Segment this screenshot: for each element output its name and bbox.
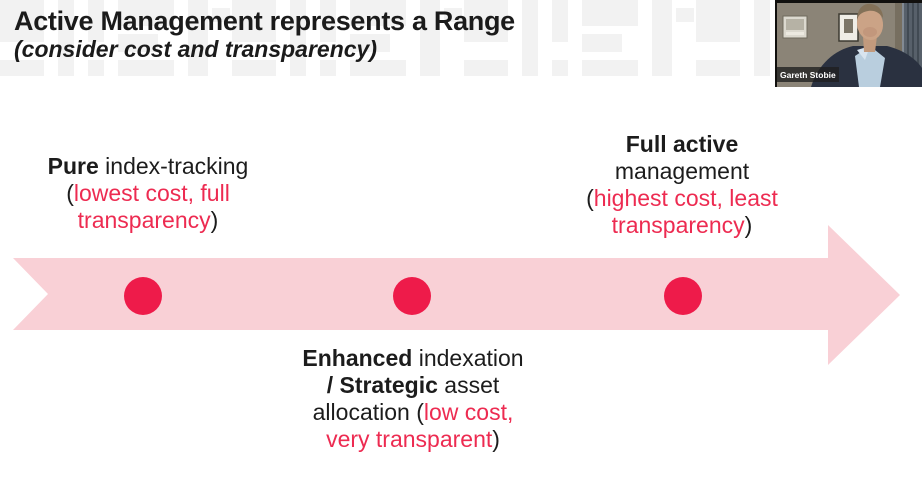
label-line: (highest cost, least [568, 185, 796, 212]
label-red-text: very transparent [326, 426, 493, 452]
label-red-text: transparency [77, 207, 211, 233]
label-line: transparency) [28, 207, 268, 234]
range-dot-left [124, 277, 162, 315]
picture-frame-middle [838, 13, 859, 42]
label-red-text: lowest cost, full [73, 180, 230, 206]
label-red-text: low cost, [423, 399, 514, 425]
label-text: ( [586, 185, 594, 211]
label-text: ) [744, 212, 753, 238]
range-arrow [13, 225, 900, 365]
label-bold-text: Pure [47, 153, 99, 179]
label-enhanced-indexation: Enhanced indexation / Strategic asset al… [283, 345, 543, 453]
webcam-video: Gareth Stobie [775, 0, 922, 87]
picture-frame-left [782, 15, 808, 39]
label-line: very transparent) [283, 426, 543, 453]
label-line: Full active [568, 131, 796, 158]
label-red-text: transparency [611, 212, 745, 238]
stubble [863, 27, 877, 37]
label-bold-text: Full active [625, 131, 739, 157]
neck [863, 36, 877, 52]
label-line: transparency) [568, 212, 796, 239]
participant-name-tag: Gareth Stobie [777, 67, 839, 82]
label-line: Enhanced indexation [283, 345, 543, 372]
label-line: Pure index-tracking [28, 153, 268, 180]
slide-subtitle: (consider cost and transparency) [14, 36, 377, 62]
label-text: index-tracking [98, 153, 249, 179]
label-bold-text: / Strategic [326, 372, 438, 398]
label-text: management [614, 158, 750, 184]
label-bold-text: Enhanced [302, 345, 413, 371]
label-pure-index-tracking: Pure index-tracking (lowest cost, full t… [28, 153, 268, 234]
label-text: ) [210, 207, 219, 233]
hair [857, 3, 883, 20]
slide-title: Active Management represents a Range [14, 6, 515, 36]
label-line: allocation (low cost, [283, 399, 543, 426]
label-text: asset [437, 372, 500, 398]
participant-name: Gareth Stobie [780, 70, 836, 80]
label-line: (lowest cost, full [28, 180, 268, 207]
label-line: management [568, 158, 796, 185]
label-line: / Strategic asset [283, 372, 543, 399]
label-full-active-management: Full active management (highest cost, le… [568, 131, 796, 239]
window-edge [895, 3, 902, 87]
range-dot-right [664, 277, 702, 315]
range-dot-middle [393, 277, 431, 315]
label-text: allocation ( [312, 399, 424, 425]
label-red-text: highest cost, least [593, 185, 778, 211]
label-text: indexation [412, 345, 524, 371]
label-text: ( [66, 180, 74, 206]
webcam-thumbnail[interactable]: Gareth Stobie [775, 0, 922, 87]
label-text: ) [492, 426, 500, 452]
slide-header: Active Management represents a Range (co… [14, 6, 515, 62]
